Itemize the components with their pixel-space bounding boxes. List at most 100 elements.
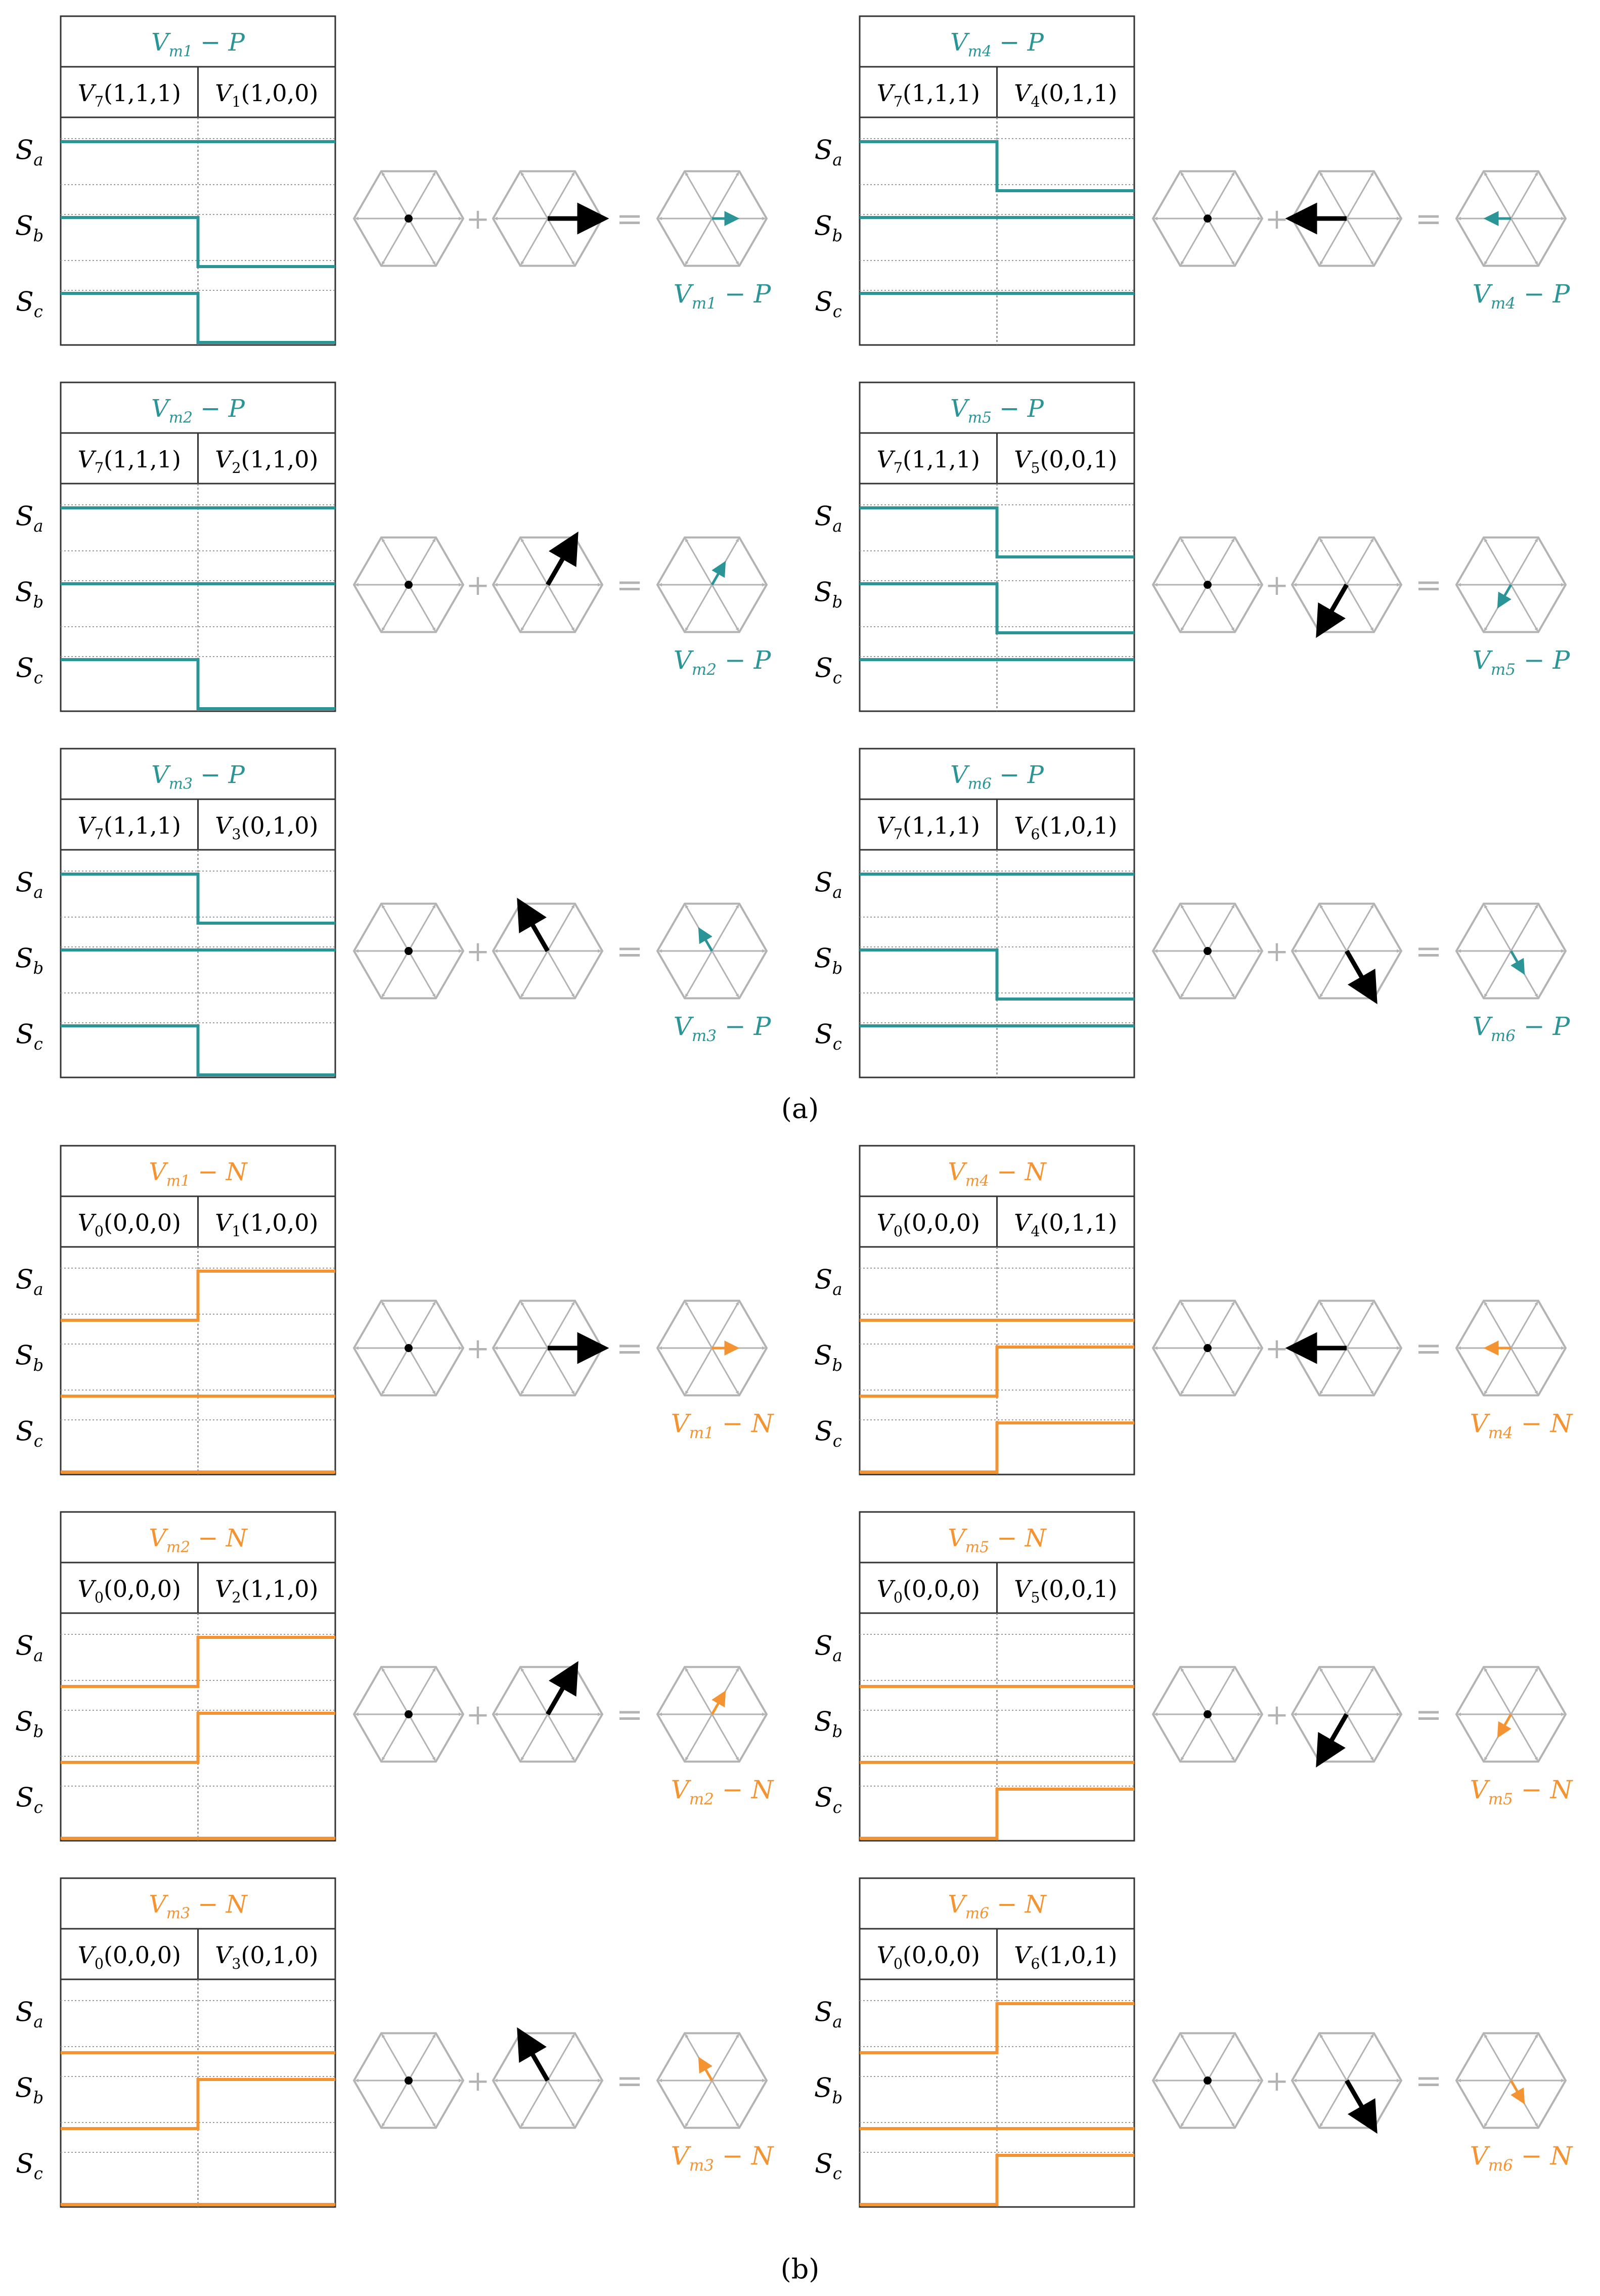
basic-vector-spoke	[520, 1714, 549, 1761]
hexagon-outline	[492, 2032, 604, 2129]
basic-vector-spoke	[1484, 538, 1512, 585]
hexagon-outline	[492, 170, 604, 267]
hexagon-outline	[656, 902, 768, 1000]
basic-vector-spoke	[520, 2080, 549, 2127]
row-label-sc: Sc	[815, 1783, 842, 1817]
zero-vector-hexagon	[1151, 2032, 1264, 2129]
basic-vector-spoke	[408, 1348, 436, 1395]
basic-vector-spoke	[520, 1302, 549, 1349]
switching-signal-sc	[860, 2154, 1134, 2206]
basic-vector-spoke	[1484, 2080, 1512, 2127]
basic-vector-spoke	[1207, 950, 1235, 998]
switching-signal-sc	[860, 1421, 1134, 1474]
basic-vector-spoke	[1319, 2080, 1348, 2127]
basic-vector-spoke	[408, 1302, 436, 1349]
row-label-sa: Sa	[815, 868, 842, 902]
hexagon-outline	[1151, 902, 1264, 1000]
active-vector-header: V2(1,1,0)	[215, 446, 318, 476]
active-vector-header: V4(0,1,1)	[1014, 79, 1117, 110]
resultant-vector-arrow	[710, 1690, 726, 1715]
basic-vector-spoke	[1180, 1302, 1209, 1349]
hexagon-outline	[352, 1299, 465, 1397]
equals-operator: =	[1415, 1330, 1442, 1367]
row-label-sb: Sb	[15, 211, 43, 245]
basic-vector-spoke	[1484, 950, 1512, 998]
active-vector-header: V2(1,1,0)	[215, 1575, 318, 1606]
row-label-sb: Sb	[15, 2073, 43, 2107]
row-label-sc: Sc	[16, 287, 43, 321]
equals-operator: =	[616, 1696, 643, 1734]
block-title: Vm2 − N	[149, 1524, 248, 1556]
basic-vector-spoke	[1346, 584, 1374, 631]
basic-vector-spoke	[381, 218, 410, 265]
active-vector-header: V3(0,1,0)	[215, 1941, 318, 1972]
hexagon-outline	[352, 2032, 465, 2129]
active-vector-arrow	[546, 531, 579, 586]
row-label-sa: Sa	[16, 1265, 43, 1299]
switching-signal-sa	[61, 1636, 335, 1688]
resultant-vector-label: Vm6 − P	[1473, 1012, 1571, 1045]
resultant-vector-arrow	[698, 927, 714, 952]
active-vector-arrow	[546, 1661, 579, 1716]
basic-vector-spoke	[520, 1668, 549, 1715]
basic-vector-spoke	[685, 1302, 713, 1349]
equals-operator: =	[1415, 200, 1442, 238]
row-label-sc: Sc	[815, 2149, 842, 2183]
basic-vector-spoke	[1346, 1348, 1374, 1395]
basic-vector-spoke	[1207, 1302, 1235, 1349]
zero-vector-dot	[405, 581, 413, 589]
basic-vector-spoke	[1346, 2034, 1374, 2081]
resultant-vector-hexagon	[656, 2032, 768, 2129]
active-vector-header: V5(0,0,1)	[1014, 446, 1117, 476]
basic-vector-spoke	[1484, 1348, 1512, 1395]
row-label-sb: Sb	[814, 578, 842, 612]
plus-operator: +	[1265, 203, 1289, 236]
switching-signal-sa	[61, 1270, 335, 1322]
basic-vector-spoke	[1484, 904, 1512, 951]
active-vector-hexagon	[492, 897, 604, 1000]
active-vector-header: V1(1,0,0)	[215, 79, 318, 110]
switching-signal-sb	[860, 582, 1134, 634]
zero-vector-hexagon	[1151, 170, 1264, 267]
switching-signal-sc	[860, 1788, 1134, 1840]
zero-vector-dot	[1204, 214, 1212, 223]
basic-vector-spoke	[1346, 1714, 1374, 1761]
zero-vector-hexagon	[352, 170, 465, 267]
basic-vector-spoke	[1484, 218, 1512, 265]
active-vector-arrow	[1345, 949, 1377, 1005]
row-label-sb: Sb	[814, 1341, 842, 1375]
row-label-sa: Sa	[815, 502, 842, 536]
basic-vector-spoke	[711, 950, 739, 998]
hexagon-outline	[1151, 1666, 1264, 1763]
resultant-vector-hexagon	[1455, 2032, 1567, 2129]
zero-vector-dot	[405, 1344, 413, 1352]
basic-vector-spoke	[1319, 218, 1348, 265]
basic-vector-spoke	[1180, 538, 1209, 585]
basic-vector-spoke	[711, 172, 739, 219]
basic-vector-spoke	[685, 1348, 713, 1395]
row-label-sa: Sa	[16, 1631, 43, 1665]
basic-vector-spoke	[711, 2034, 739, 2081]
plus-operator: +	[466, 569, 490, 602]
basic-vector-spoke	[1180, 904, 1209, 951]
switching-signal-sb	[860, 1346, 1134, 1398]
zero-vector-hexagon	[1151, 1299, 1264, 1397]
row-label-sb: Sb	[814, 944, 842, 978]
hexagon-outline	[1455, 1299, 1567, 1397]
basic-vector-spoke	[547, 1302, 575, 1349]
basic-vector-spoke	[381, 538, 410, 585]
basic-vector-spoke	[381, 1348, 410, 1395]
basic-vector-spoke	[685, 538, 713, 585]
zero-vector-header: V7(1,1,1)	[78, 446, 181, 476]
zero-vector-header: V0(0,0,0)	[877, 1209, 980, 1240]
basic-vector-spoke	[711, 904, 739, 951]
resultant-vector-label: Vm5 − P	[1473, 645, 1571, 679]
